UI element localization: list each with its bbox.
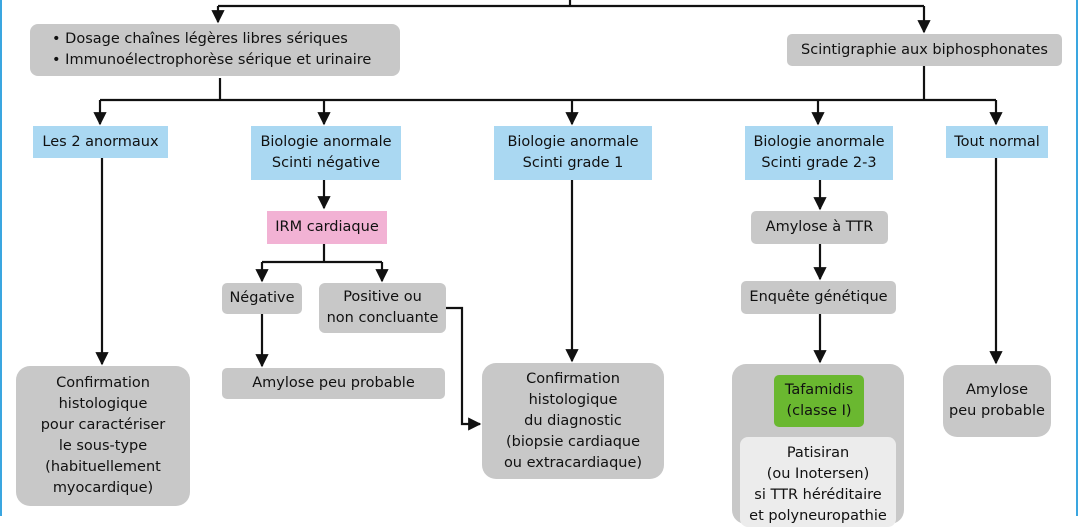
negative-label: Négative [229, 290, 295, 306]
irm-label: IRM cardiaque [275, 219, 379, 235]
amylose-ttr-label: Amylose à TTR [765, 219, 874, 235]
amylose-peu-probable-box-2: Amylose peu probable [943, 365, 1051, 437]
irm-cardiaque-box: IRM cardiaque [267, 211, 387, 244]
patisiran-line-1: Patisiran [786, 445, 850, 461]
confirmation-diagnostic-box: Confirmation histologique du diagnostic … [482, 363, 664, 479]
confirm1-line-4: le sous-type [58, 438, 148, 454]
patisiran-line-4: et polyneuropathie [749, 508, 887, 524]
bio-scinti-grade1-box: Biologie anormale Scinti grade 1 [494, 126, 652, 180]
scintigraphie-label: Scintigraphie aux biphosphonates [801, 41, 1048, 58]
confirm2-line-3: du diagnostic [524, 412, 622, 429]
enquete-label: Enquête génétique [749, 289, 888, 305]
bio-g23-line-2: Scinti grade 2-3 [761, 155, 877, 171]
figure-frame [0, 0, 1078, 516]
amylose-peu-2-line-2: peu probable [949, 403, 1045, 419]
bio-scinti-grade23-box: Biologie anormale Scinti grade 2-3 [745, 126, 893, 180]
tafamidis-line-1: Tafamidis [784, 382, 854, 398]
flowchart-connectors [93, 0, 1003, 431]
tout-normal-box: Tout normal [946, 126, 1048, 158]
connector-positive-to-confirm2 [446, 306, 482, 431]
tout-normal-label: Tout normal [954, 133, 1040, 150]
confirm2-line-2: histologique [528, 391, 618, 408]
confirm1-line-2: histologique [58, 396, 148, 412]
bio-neg-line-2: Scinti négative [271, 155, 381, 171]
confirm1-line-5: (habituellement [45, 459, 161, 475]
patisiran-line-3: si TTR héréditaire [754, 487, 882, 503]
les2-anormaux-box: Les 2 anormaux [33, 126, 168, 158]
amylose-peu-probable-box-1: Amylose peu probable [222, 368, 445, 399]
bio-g1-line-2: Scinti grade 1 [522, 155, 624, 171]
confirm2-line-5: ou extracardiaque) [503, 454, 643, 471]
confirm2-line-1: Confirmation [526, 370, 620, 387]
amylose-peu-2-line-1: Amylose [965, 382, 1028, 398]
tafamidis-box: Tafamidis (classe I) [774, 375, 864, 427]
negative-box: Négative [222, 283, 302, 314]
confirmation-soustype-box: Confirmation histologique pour caractéri… [16, 366, 190, 506]
bio-scinti-negative-box: Biologie anormale Scinti négative [251, 126, 401, 180]
positive-line-2: non concluante [326, 310, 439, 326]
patisiran-box: Patisiran (ou Inotersen) si TTR hérédita… [740, 437, 896, 527]
bio-g1-line-1: Biologie anormale [507, 134, 639, 150]
positive-box: Positive ou non concluante [319, 283, 446, 333]
scintigraphie-box: Scintigraphie aux biphosphonates [787, 34, 1062, 66]
tafamidis-line-2: (classe I) [786, 403, 852, 419]
positive-line-1: Positive ou [343, 289, 422, 305]
amylose-peu-1-label: Amylose peu probable [252, 375, 415, 391]
confirm1-line-6: myocardique) [52, 480, 154, 496]
dosage-line-2: • Immunoélectrophorèse sérique et urinai… [52, 52, 372, 68]
dosage-box: • Dosage chaînes légères libres sériques… [30, 24, 400, 76]
bio-g23-line-1: Biologie anormale [753, 134, 885, 150]
confirm2-line-4: (biopsie cardiaque [505, 433, 641, 450]
enquete-genetique-box: Enquête génétique [741, 281, 896, 314]
confirm1-line-1: Confirmation [56, 375, 150, 391]
les2-label: Les 2 anormaux [42, 133, 159, 150]
confirm1-line-3: pour caractériser [40, 417, 166, 433]
amylose-ttr-box: Amylose à TTR [751, 211, 888, 244]
dosage-line-1: • Dosage chaînes légères libres sériques [52, 31, 348, 47]
patisiran-line-2: (ou Inotersen) [766, 466, 870, 482]
bio-neg-line-1: Biologie anormale [260, 134, 392, 150]
